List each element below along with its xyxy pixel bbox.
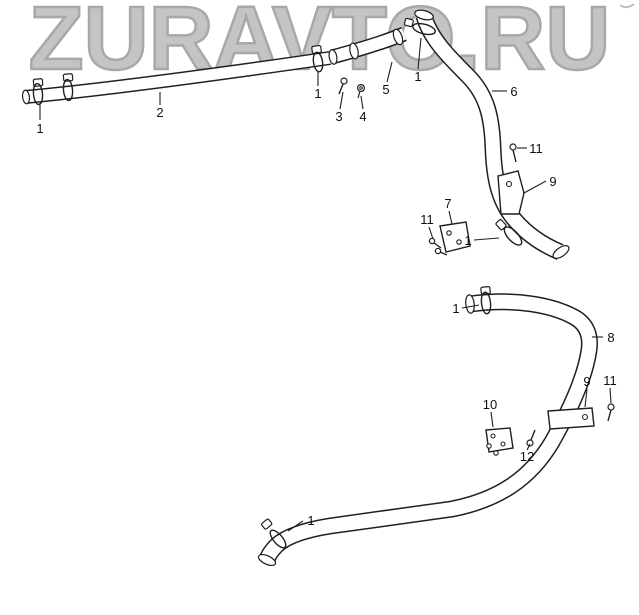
- callout-label: 12: [520, 449, 534, 464]
- clamp-pipe8-outlet: [261, 518, 287, 549]
- callout-label: 1: [464, 233, 471, 248]
- callout-labels: 1 2 1 3 4 5 1 6 11 9 7 11 1 1 8 9 11 10 …: [36, 69, 616, 528]
- callout-label: 1: [307, 513, 314, 528]
- callout-label: 9: [583, 374, 590, 389]
- clamp-pipe8-inlet: [480, 286, 492, 315]
- pipe-upper-right-part6: [414, 9, 570, 260]
- callout-label: 9: [549, 174, 556, 189]
- bracket-9-lower: [547, 407, 595, 430]
- corner-mark: [619, 3, 635, 9]
- clamp-hose-left-2: [62, 73, 74, 102]
- callout-label: 8: [607, 330, 614, 345]
- clamp-pipe6-end: [495, 219, 523, 246]
- callout-label: 1: [314, 86, 321, 101]
- bolt-11-upper: [509, 143, 517, 163]
- callout-label: 1: [452, 301, 459, 316]
- bolt-12: [526, 429, 536, 447]
- bracket-10: [485, 427, 514, 456]
- callout-label: 7: [444, 196, 451, 211]
- callout-label: 11: [420, 212, 434, 227]
- callout-label: 3: [335, 109, 342, 124]
- callout-label: 2: [156, 105, 163, 120]
- hose-upper-part2: [21, 51, 332, 105]
- leader-lines: [39, 37, 612, 532]
- clamp-hose-left-1: [32, 78, 44, 106]
- clamp-hose-right: [311, 44, 324, 73]
- connector-sleeve-part5: [328, 27, 407, 65]
- clamp-pipe6-top: [403, 17, 436, 36]
- bolt-11-lower: [607, 403, 615, 422]
- bracket-9-upper: [497, 170, 525, 215]
- callout-label: 4: [359, 109, 366, 124]
- callout-label: 11: [529, 141, 543, 156]
- callout-label: 5: [382, 82, 389, 97]
- callout-label: 10: [483, 397, 497, 412]
- bolt-part3: [338, 77, 348, 95]
- pipe-lower-part8: [257, 293, 598, 567]
- callout-label: 11: [603, 373, 617, 388]
- callout-label: 1: [414, 69, 421, 84]
- bolts-11-bracket7: [428, 237, 448, 256]
- callout-label: 1: [36, 121, 43, 136]
- washer-part4: [357, 83, 366, 99]
- callout-label: 6: [510, 84, 517, 99]
- bracket-7: [439, 221, 471, 253]
